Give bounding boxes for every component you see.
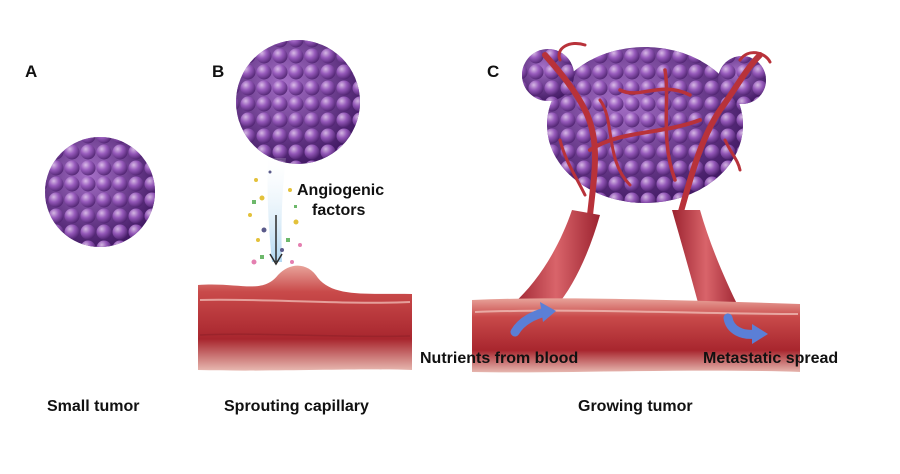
feeding-stalks — [512, 210, 740, 310]
angiogenic-factors-stream — [248, 158, 302, 266]
metastatic-arrow-icon — [723, 313, 768, 344]
nutrients-label: Nutrients from blood — [420, 350, 579, 367]
sprouting-tumor — [236, 40, 360, 164]
capillary-vessel-c — [472, 298, 800, 373]
panel-label-c: C — [487, 62, 500, 81]
small-tumor — [45, 137, 155, 247]
caption-sprouting-capillary: Sprouting capillary — [224, 398, 369, 415]
caption-small-tumor: Small tumor — [47, 398, 140, 415]
panel-label-a: A — [25, 62, 38, 81]
tumor-vessel-network — [542, 42, 772, 218]
nutrients-arrow-icon — [510, 302, 556, 337]
panel-label-b: B — [212, 62, 225, 81]
angiogenic-label-line1: Angiogenic — [297, 182, 385, 199]
metastatic-label: Metastatic spread — [703, 350, 839, 367]
angiogenic-label-line2: factors — [312, 202, 366, 219]
capillary-vessel-b — [198, 265, 412, 371]
caption-growing-tumor: Growing tumor — [578, 398, 693, 415]
